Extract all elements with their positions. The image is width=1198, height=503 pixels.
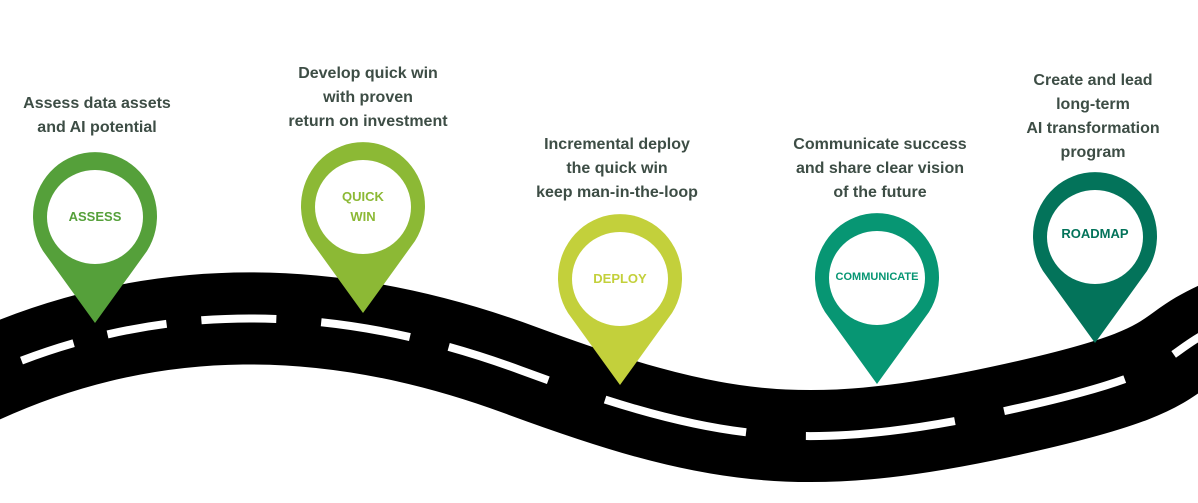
map-pin-quick-win (300, 142, 425, 313)
pin-label-roadmap: ROADMAP (1061, 226, 1129, 241)
pin-label-communicate: COMMUNICATE (835, 271, 919, 283)
caption-quick-win: Develop quick win with proven return on … (288, 65, 448, 130)
road-center-dashes (0, 314, 1198, 441)
pin-label-assess: ASSESS (68, 209, 122, 224)
map-pin-communicate (815, 213, 939, 384)
pin-hole (572, 232, 668, 326)
map-pin-deploy (558, 214, 682, 385)
pin-label-deploy: DEPLOY (593, 271, 647, 286)
pin-hole (47, 170, 143, 264)
map-pin-assess (33, 152, 157, 323)
caption-assess: Assess data assets and AI potential (23, 95, 171, 136)
pin-label-quick-win: QUICK WIN (342, 189, 384, 224)
pin-hole (829, 231, 925, 325)
pin-hole (315, 160, 411, 254)
map-pin-roadmap (1033, 172, 1157, 343)
caption-communicate: Communicate success and share clear visi… (793, 136, 967, 201)
caption-roadmap: Create and lead long-term AI transformat… (1026, 72, 1160, 161)
caption-deploy: Incremental deploy the quick win keep ma… (536, 136, 698, 201)
pin-hole (1047, 190, 1143, 284)
